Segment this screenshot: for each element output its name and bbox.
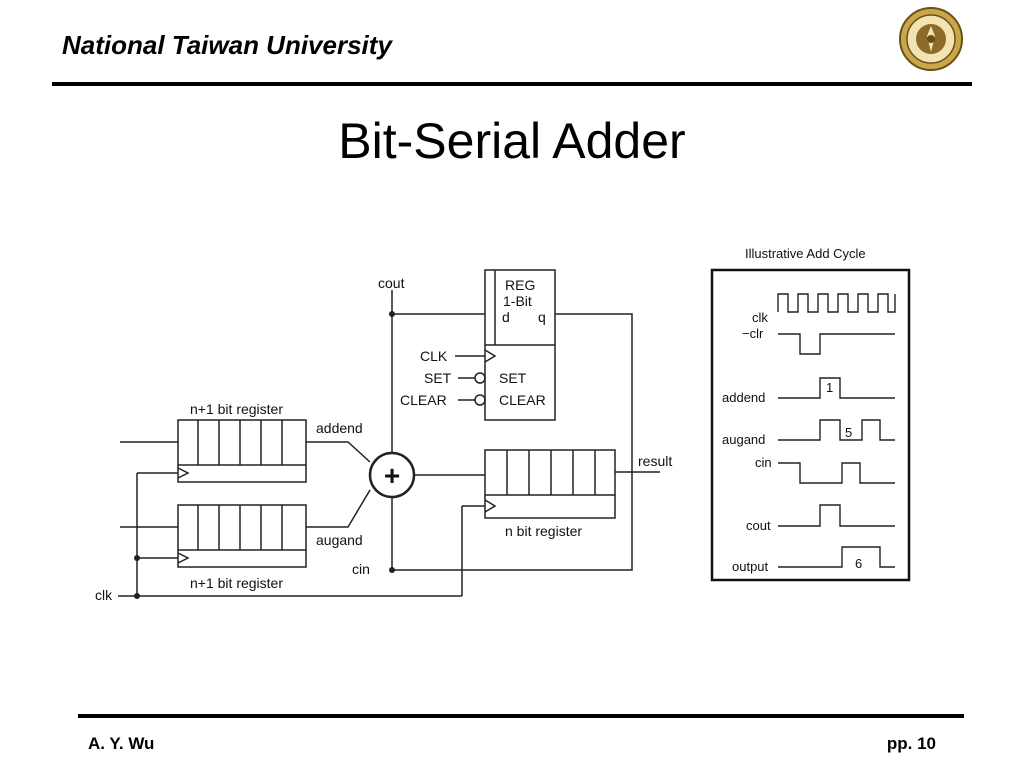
register-top [177, 419, 307, 483]
timing-signal-clk: clk [752, 310, 768, 325]
set-input-label: SET [424, 370, 452, 386]
footer-divider [78, 714, 964, 718]
addend-value: 1 [826, 380, 833, 395]
result-label: result [638, 453, 672, 469]
timing-signal-output: output [732, 559, 769, 574]
reg-name-label: REG [505, 277, 535, 293]
institution-name: National Taiwan University [62, 30, 392, 60]
augand-label: augand [316, 532, 363, 548]
reg-q-label: q [538, 309, 546, 325]
clear-inner-label: CLEAR [499, 392, 546, 408]
clear-input-label: CLEAR [400, 392, 447, 408]
timing-signal-cin: cin [755, 455, 772, 470]
reg-d-label: d [502, 309, 510, 325]
adder-plus-symbol: + [384, 460, 400, 491]
output-value: 6 [855, 556, 862, 571]
clk-label: clk [95, 587, 113, 603]
set-inner-label: SET [499, 370, 527, 386]
n-bit-register [484, 449, 616, 519]
slide-title: Bit-Serial Adder [338, 113, 686, 169]
register-top-label: n+1 bit register [190, 401, 283, 417]
addend-label: addend [316, 420, 363, 436]
timing-signal-clr: −clr [742, 326, 764, 341]
header-divider [52, 82, 972, 86]
cin-label: cin [352, 561, 370, 577]
clk-input-label: CLK [420, 348, 448, 364]
augand-value: 5 [845, 425, 852, 440]
timing-diagram: Illustrative Add Cycle clk −clr addend a… [710, 246, 911, 582]
footer-author: A. Y. Wu [88, 734, 155, 753]
n-bit-register-label: n bit register [505, 523, 582, 539]
reg-width-label: 1-Bit [503, 293, 532, 309]
cout-label: cout [378, 275, 405, 291]
register-bottom-label: n+1 bit register [190, 575, 283, 591]
timing-signal-addend: addend [722, 390, 765, 405]
timing-signal-cout: cout [746, 518, 771, 533]
timing-signal-augand: augand [722, 432, 765, 447]
footer-page-number: pp. 10 [886, 734, 936, 753]
timing-title: Illustrative Add Cycle [745, 246, 866, 261]
register-bottom [177, 504, 307, 568]
ntu-seal-icon [899, 7, 963, 71]
